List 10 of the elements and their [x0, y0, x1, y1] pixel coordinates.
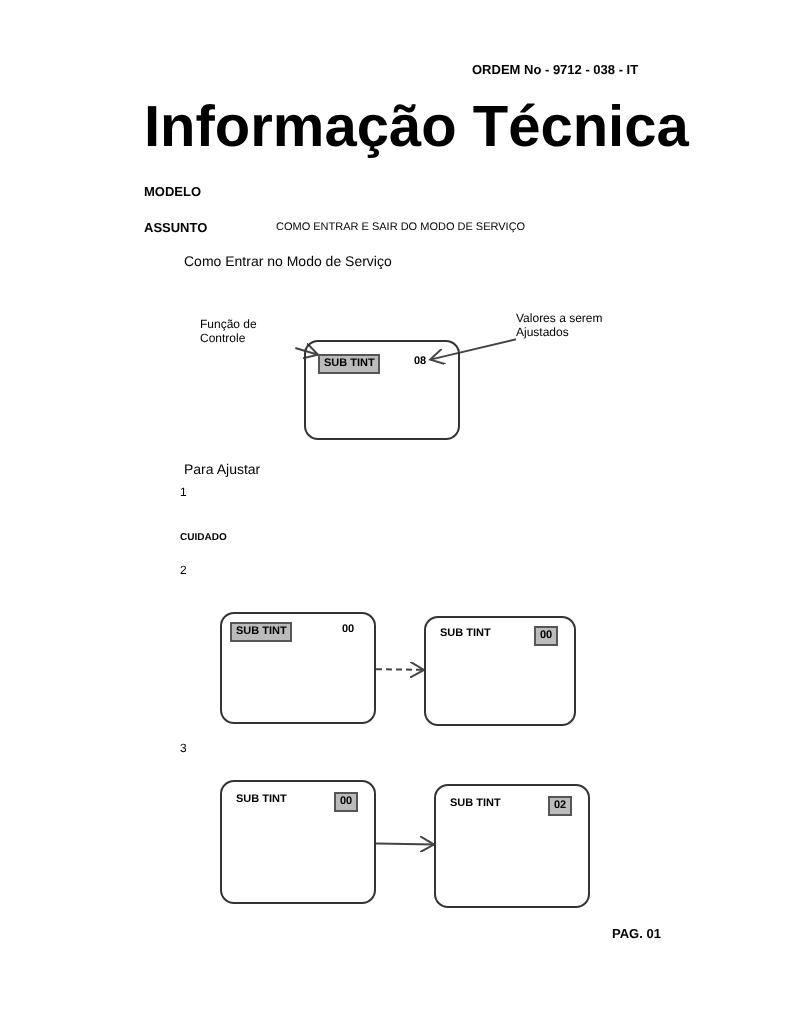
tv-screen — [434, 784, 590, 908]
leader-line — [429, 338, 517, 366]
tv-screen — [220, 780, 376, 904]
tv-screen — [220, 612, 376, 724]
page-title: Informação Técnica — [144, 96, 689, 162]
tv-screen — [424, 616, 576, 726]
arrow — [375, 660, 425, 679]
screen-outline — [304, 340, 460, 440]
leader-line — [294, 342, 319, 360]
arrow — [375, 835, 435, 854]
